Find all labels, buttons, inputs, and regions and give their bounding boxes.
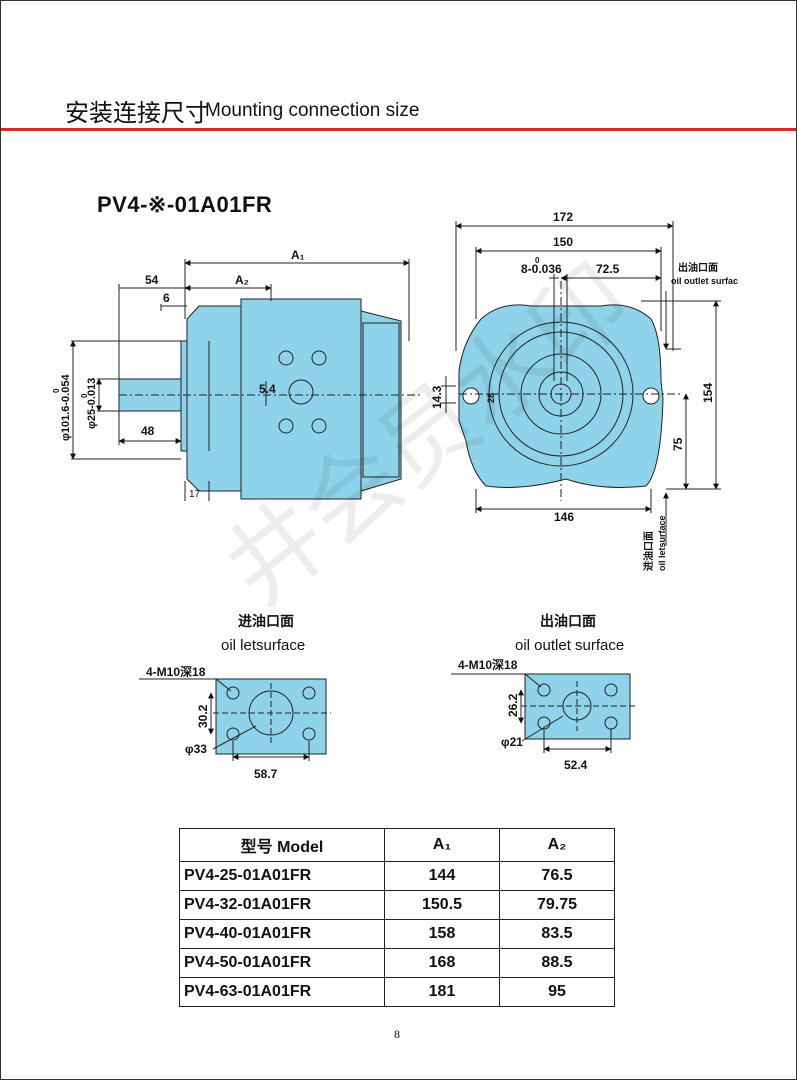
table-cell-a2: 83.5: [499, 919, 615, 949]
front-view: [441, 221, 721, 546]
front-flange-outer: [488, 321, 634, 467]
table-cell-model: PV4-40-01A01FR: [179, 919, 385, 949]
table-cell-a2: 79.75: [499, 890, 615, 920]
dim-a1: A₁: [291, 248, 305, 262]
dim-150: 150: [553, 235, 573, 249]
side-port-holes: [278, 350, 327, 434]
table-cell-a1: 144: [384, 861, 500, 891]
outlet-face: [451, 673, 635, 753]
outlet-face-labels: 出油口面 oil outlet surface 4-M10深18 26.2 φ2…: [458, 613, 624, 772]
inlet-face-labels: 进油口面 oil letsurface 4-M10深18 30.2 φ33 58…: [146, 613, 305, 781]
page-number: 8: [394, 1027, 400, 1041]
dim-shaft-dia: φ101.6-0.054: [60, 374, 72, 441]
table-cell-a1: 181: [384, 977, 500, 1007]
model-name: PV4-※-01A01FR: [97, 192, 273, 217]
dim-54: 54: [145, 273, 159, 287]
table-cell-a1: 158: [384, 919, 500, 949]
outlet-thread: 4-M10深18: [458, 657, 518, 672]
dim-48: 48: [141, 424, 155, 438]
table-cell-a1: 168: [384, 948, 500, 978]
dim-bore-dia-tol: 0: [80, 393, 89, 398]
inlet-title-en: oil letsurface: [221, 637, 305, 654]
table-cell-a2: 88.5: [499, 948, 615, 978]
dim-154: 154: [701, 383, 715, 403]
header-title-en: Mounting connection size: [205, 100, 420, 121]
outlet-title-en: oil outlet surface: [515, 637, 624, 654]
table-row: PV4-40-01A01FR 158 83.5: [179, 919, 615, 949]
table-cell-a2: 95: [499, 977, 615, 1007]
table-cell-a1: 150.5: [384, 890, 500, 920]
dim-6: 6: [163, 291, 170, 305]
outlet-dim-dia-21: φ21: [501, 735, 523, 749]
table-cell-model: PV4-63-01A01FR: [179, 977, 385, 1007]
table-cell-a2: 76.5: [499, 861, 615, 891]
dim-72-5: 72.5: [596, 262, 620, 276]
dim-17: 17: [189, 489, 201, 500]
outlet-label-en: oil outlet surfac: [671, 276, 738, 286]
dim-key-tol: 0: [535, 256, 540, 265]
table-cell-model: PV4-25-01A01FR: [179, 861, 385, 891]
dim-a2: A₂: [235, 273, 249, 287]
header-title-cn: 安装连接尺寸: [65, 99, 209, 127]
inlet-dim-30-2: 30.2: [196, 704, 210, 728]
table-row: PV4-32-01A01FR 150.5 79.75: [179, 890, 615, 920]
inlet-dim-dia-33: φ33: [185, 742, 207, 756]
dim-shaft-dia-tol: 0: [52, 388, 61, 393]
dim-28: 28: [486, 393, 496, 403]
inlet-title-cn: 进油口面: [238, 613, 294, 629]
outlet-dim-52-4: 52.4: [564, 758, 588, 772]
dim-75: 75: [671, 437, 685, 451]
inlet-dim-58-7: 58.7: [254, 767, 278, 781]
dim-bore-dia: φ25-0.013: [86, 378, 98, 429]
dim-172: 172: [553, 210, 573, 224]
table-row: PV4-25-01A01FR 144 76.5: [179, 861, 615, 891]
table-header-a1: A₁: [384, 828, 500, 862]
inlet-label-en: oil letsurface: [657, 515, 667, 571]
dim-key: 8-0.036: [521, 262, 562, 276]
table-header-a2: A₂: [499, 828, 615, 862]
outlet-label-cn: 出油口面: [678, 261, 718, 274]
dim-14-3: 14.3: [430, 385, 444, 409]
table-row: PV4-50-01A01FR 168 88.5: [179, 948, 615, 978]
inlet-label-cn: 进油口面: [642, 531, 655, 571]
front-view-labels: 172 150 8-0.036 0 72.5 146 154 75 14.3 2…: [430, 210, 738, 571]
table-cell-model: PV4-32-01A01FR: [179, 890, 385, 920]
table-cell-model: PV4-50-01A01FR: [179, 948, 385, 978]
side-view-labels: A₁ A₂ 54 6 5.4 48 17 φ101.6-0.054 0 φ25-…: [52, 248, 305, 500]
table-row: PV4-63-01A01FR 181 95: [179, 977, 615, 1007]
table-header-row: 型号 Model A₁ A₂: [179, 828, 615, 862]
side-view: [70, 259, 421, 501]
model-table: 型号 Model A₁ A₂ PV4-25-01A01FR 144 76.5 P…: [179, 828, 615, 1007]
table-header-model: 型号 Model: [179, 828, 385, 862]
dim-5-4: 5.4: [259, 382, 276, 396]
outlet-dim-26-2: 26.2: [506, 693, 520, 717]
inlet-thread: 4-M10深18: [146, 664, 206, 679]
inlet-face: [139, 678, 331, 761]
outlet-title-cn: 出油口面: [540, 613, 596, 629]
dim-146: 146: [554, 510, 574, 524]
header-divider: [1, 128, 796, 131]
